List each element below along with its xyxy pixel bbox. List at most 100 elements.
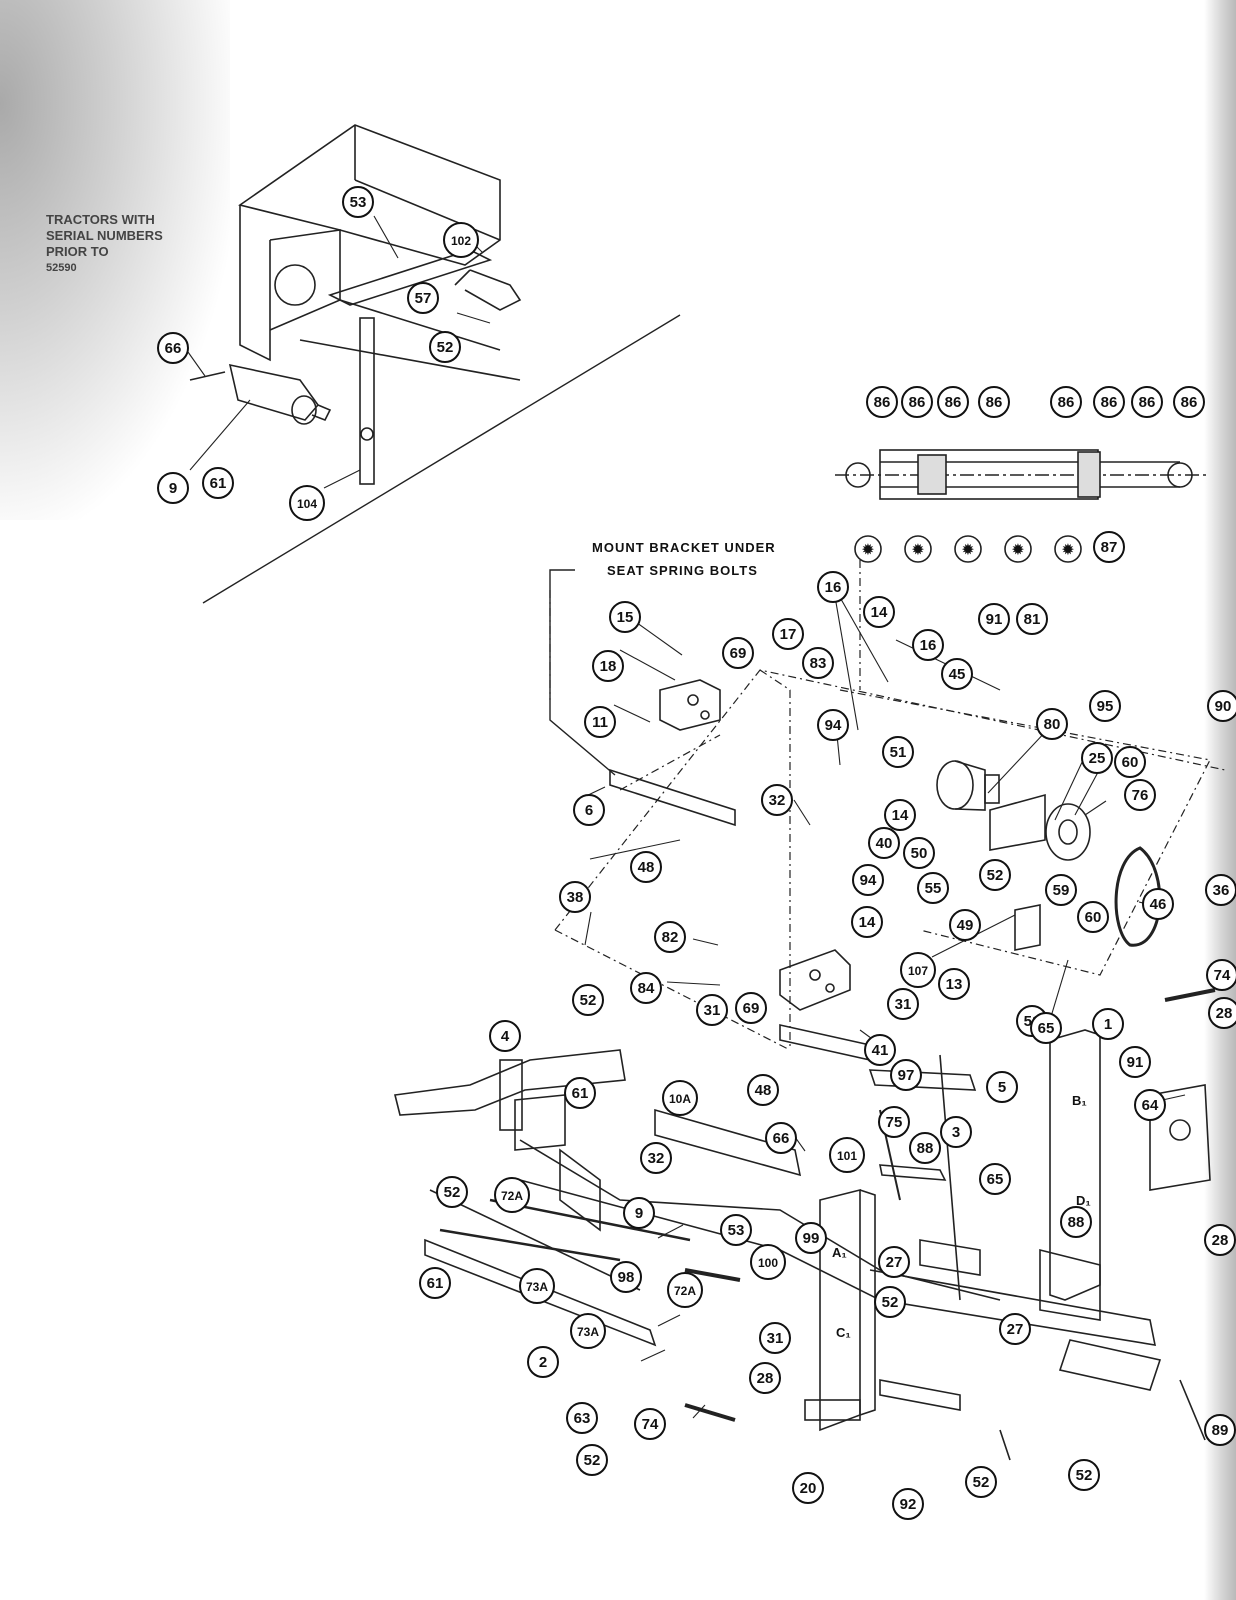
callout-72A: 72A [667, 1272, 703, 1308]
callout-88: 88 [909, 1132, 941, 1164]
callout-circle [965, 1466, 997, 1498]
callout-74: 74 [1206, 959, 1236, 991]
svg-text:✹: ✹ [1061, 542, 1074, 559]
callout-4: 4 [489, 1020, 521, 1052]
callout-circle [912, 629, 944, 661]
callout-number: 48 [638, 859, 655, 876]
callout-number: 18 [600, 658, 617, 675]
seal-star-glyphs: ✹ ✹ ✹ ✹ ✹ [861, 542, 1074, 559]
callout-52: 52 [1068, 1459, 1100, 1491]
callout-circle [527, 1346, 559, 1378]
inset-caption-line: 52590 [46, 262, 77, 274]
callout-number: 92 [900, 1496, 917, 1513]
callout-number: 51 [890, 744, 907, 761]
callout-circle [817, 709, 849, 741]
callout-number: 49 [957, 917, 974, 934]
callout-86: 86 [866, 386, 898, 418]
inset-caption: TRACTORS WITH SERIAL NUMBERS PRIOR TO 52… [46, 212, 163, 276]
callout-89: 89 [1204, 1414, 1236, 1446]
callout-number: 46 [1150, 896, 1167, 913]
callout-number: 5 [998, 1079, 1006, 1096]
callout-number: 91 [1127, 1054, 1144, 1071]
callout-number: 14 [892, 807, 909, 824]
callout-52: 52 [965, 1466, 997, 1498]
callout-circle [817, 571, 849, 603]
callout-number: 28 [1216, 1005, 1233, 1022]
callout-circle [696, 994, 728, 1026]
callout-circle [1030, 1012, 1062, 1044]
pulley [1045, 803, 1091, 861]
callout-circle [157, 472, 189, 504]
callout-number: 41 [872, 1042, 889, 1059]
frame-label-b1: B₁ [1072, 1093, 1087, 1108]
callout-number: 11 [592, 714, 608, 731]
callout-number: 31 [767, 1330, 784, 1347]
callout-66: 66 [157, 332, 189, 364]
callout-76: 76 [1124, 779, 1156, 811]
pin-28 [684, 1268, 741, 1282]
callout-circle [999, 1313, 1031, 1345]
callout-number: 52 [1076, 1467, 1093, 1484]
callout-16: 16 [912, 629, 944, 661]
callout-75: 75 [878, 1106, 910, 1138]
callout-73A: 73A [570, 1313, 606, 1349]
callout-circle [864, 1034, 896, 1066]
callout-number: 74 [1214, 967, 1231, 984]
callout-circle [874, 1286, 906, 1318]
callout-86: 86 [1050, 386, 1082, 418]
callout-circle [592, 650, 624, 682]
callout-circle [1016, 603, 1048, 635]
motor [936, 760, 1000, 811]
callout-circle [1114, 746, 1146, 778]
callout-61: 61 [419, 1267, 451, 1299]
callout-46: 46 [1142, 888, 1174, 920]
callout-circle [978, 386, 1010, 418]
page-edge-shadow [1204, 0, 1236, 1600]
callout-number: 20 [800, 1480, 817, 1497]
callout-number: 104 [297, 497, 317, 511]
callout-number: 99 [803, 1230, 820, 1247]
callout-number: 91 [986, 611, 1003, 628]
callout-number: 88 [917, 1140, 934, 1157]
callout-number: 53 [350, 194, 367, 211]
callout-circle [443, 222, 479, 258]
callout-circle [1206, 959, 1236, 991]
mount-bracket-leader [549, 569, 616, 776]
callout-circle [761, 784, 793, 816]
callout-52: 52 [874, 1286, 906, 1318]
callout-number: 15 [617, 609, 634, 626]
callout-92: 92 [892, 1488, 924, 1520]
callout-95: 95 [1089, 690, 1121, 722]
callout-circle [1208, 997, 1236, 1029]
callout-number: 75 [886, 1114, 903, 1131]
callout-number: 63 [574, 1410, 591, 1427]
callout-circle [559, 881, 591, 913]
inset-divider [202, 314, 681, 604]
callout-circle [900, 952, 936, 988]
callout-number: 88 [1068, 1214, 1085, 1231]
callout-100: 100 [750, 1244, 786, 1280]
callout-circle [630, 851, 662, 883]
callout-number: 25 [1089, 750, 1106, 767]
callout-circle [901, 386, 933, 418]
callout-31: 31 [887, 988, 919, 1020]
callout-15: 15 [609, 601, 641, 633]
callout-number: 73A [577, 1325, 599, 1339]
callout-circle [750, 1244, 786, 1280]
callout-102: 102 [443, 222, 479, 258]
callout-98: 98 [610, 1261, 642, 1293]
callout-5: 5 [986, 1071, 1018, 1103]
callout-circle [630, 972, 662, 1004]
callout-82: 82 [654, 921, 686, 953]
callout-circle [662, 1080, 698, 1116]
callout-10A: 10A [662, 1080, 698, 1116]
callout-91: 91 [1119, 1046, 1151, 1078]
callout-circle [979, 1163, 1011, 1195]
callout-circle [1093, 531, 1125, 563]
callout-circle [829, 1137, 865, 1173]
callout-circle [863, 596, 895, 628]
callout-circle [720, 1214, 752, 1246]
callout-81: 81 [1016, 603, 1048, 635]
callout-circle [342, 186, 374, 218]
